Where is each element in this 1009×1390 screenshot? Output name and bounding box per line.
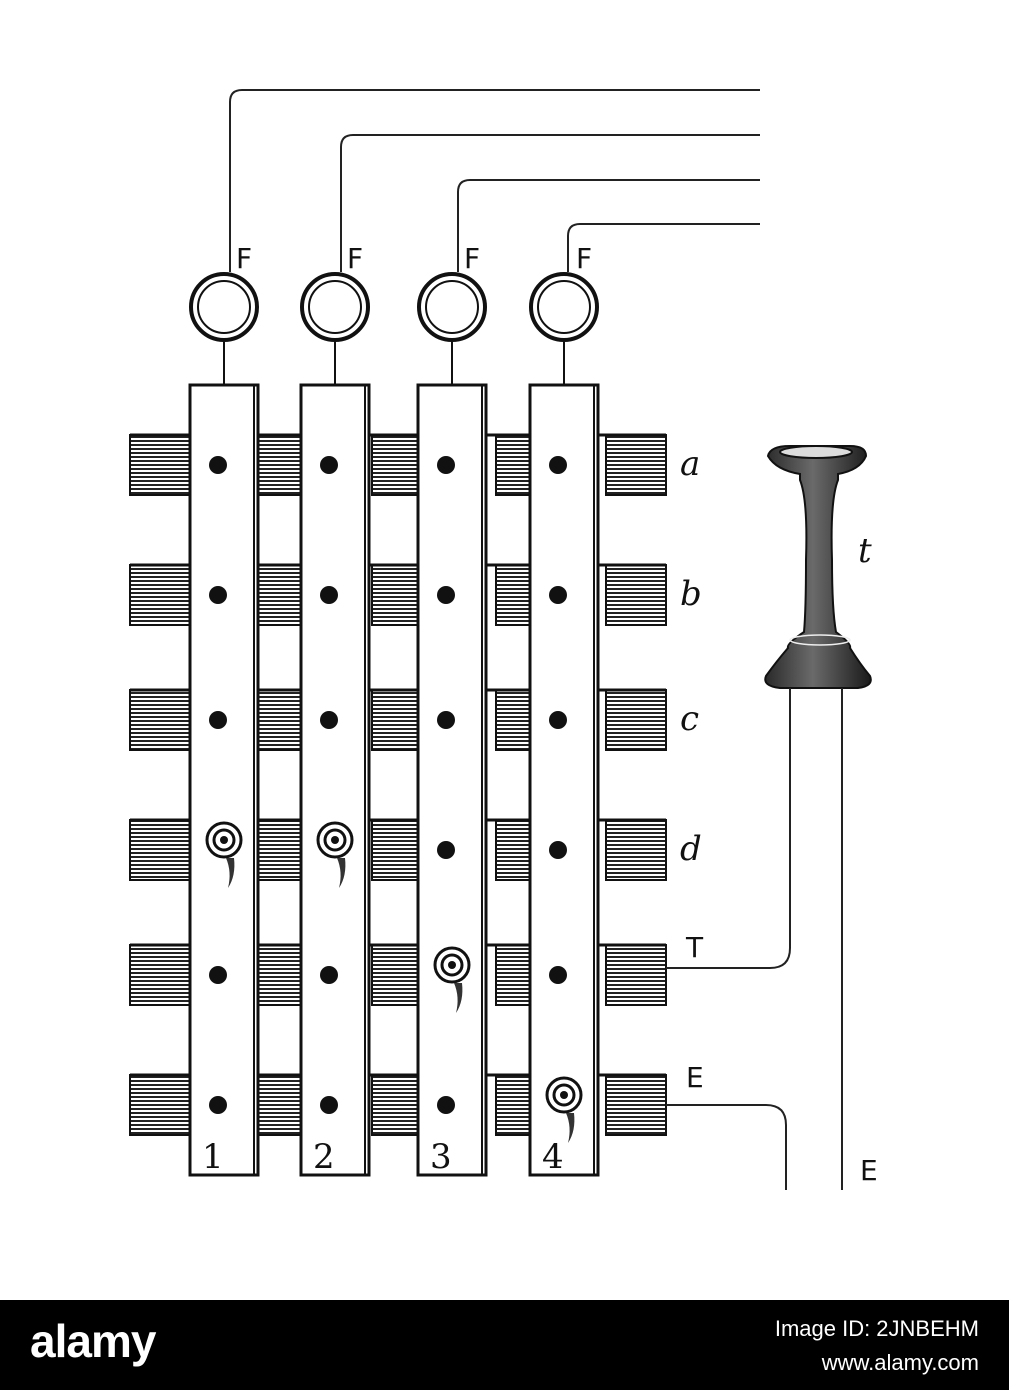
horizontal-bar-a-segment — [605, 434, 667, 496]
row-label-T: T — [685, 931, 704, 964]
horizontal-bar-T-segment — [605, 944, 667, 1006]
jack-label: F — [347, 242, 363, 275]
jack-rings — [189, 272, 599, 388]
horizontal-bar-b-segment — [257, 564, 307, 626]
bar-number-label: 3 — [430, 1137, 452, 1177]
row-label-d: d — [680, 829, 702, 869]
socket-hole — [437, 841, 455, 859]
socket-hole — [437, 586, 455, 604]
socket-hole — [549, 456, 567, 474]
horizontal-bar-d-segment — [257, 819, 307, 881]
jack-label: F — [236, 242, 252, 275]
bar-number-label: 2 — [313, 1137, 335, 1177]
jack-ring-inner — [308, 280, 362, 334]
plug-peg — [433, 946, 471, 1013]
footer-logo: alamy — [30, 1315, 156, 1367]
socket-hole — [320, 711, 338, 729]
jack-ring-inner — [425, 280, 479, 334]
image-id: Image ID: 2JNBEHM — [774, 1316, 979, 1341]
receiver-label: t — [858, 531, 872, 571]
horizontal-bar-c-segment — [605, 689, 667, 751]
horizontal-bar-E-segment — [605, 1074, 667, 1136]
horizontal-bar-E-segment — [129, 1074, 191, 1136]
socket-hole — [437, 711, 455, 729]
bar-number-label: 1 — [202, 1137, 224, 1177]
line-wires — [229, 89, 760, 272]
switchboard-diagram: F 1 F 2 F 3 F 4 a b c dT EtE — [129, 89, 878, 1190]
vertical-bar-1 — [188, 383, 260, 1177]
plug-peg — [545, 1076, 583, 1143]
vertical-bar-3 — [416, 383, 488, 1177]
jack-ring-inner — [197, 280, 251, 334]
socket-hole — [209, 966, 227, 984]
horizontal-bar-E-segment — [257, 1074, 307, 1136]
labels: F 1 F 2 F 3 F 4 a b c dT EtE — [202, 242, 878, 1187]
socket-hole — [549, 841, 567, 859]
horizontal-bar-b-segment — [605, 564, 667, 626]
socket-hole — [549, 966, 567, 984]
socket-hole — [209, 456, 227, 474]
plug-peg — [205, 821, 243, 888]
horizontal-bar-d-segment — [129, 819, 191, 881]
socket-hole — [209, 586, 227, 604]
socket-hole — [320, 456, 338, 474]
socket-hole — [437, 456, 455, 474]
socket-hole — [320, 966, 338, 984]
plug-peg — [316, 821, 354, 888]
horizontal-bar-d-segment — [605, 819, 667, 881]
earth-label: E — [860, 1154, 878, 1187]
jack-label: F — [464, 242, 480, 275]
receiver-wires — [666, 688, 843, 1190]
vertical-bar-2 — [299, 383, 371, 1177]
watermark-footer: alamy Image ID: 2JNBEHM www.alamy.com — [0, 1300, 1009, 1390]
horizontal-bar-a-segment — [257, 434, 307, 496]
row-label-c: c — [680, 699, 699, 739]
socket-hole — [549, 711, 567, 729]
socket-hole — [209, 1096, 227, 1114]
horizontal-bar-c-segment — [257, 689, 307, 751]
jack-ring-inner — [537, 280, 591, 334]
horizontal-bar-a-segment — [129, 434, 191, 496]
socket-hole — [437, 1096, 455, 1114]
socket-hole — [320, 1096, 338, 1114]
socket-hole — [320, 586, 338, 604]
bar-number-label: 4 — [542, 1137, 564, 1177]
telephone-receiver — [764, 445, 872, 689]
vertical-bar-4 — [528, 383, 600, 1177]
horizontal-bar-c-segment — [129, 689, 191, 751]
horizontal-bar-T-segment — [257, 944, 307, 1006]
socket-hole — [209, 711, 227, 729]
row-label-a: a — [680, 444, 700, 484]
row-label-b: b — [680, 574, 702, 614]
jack-label: F — [576, 242, 592, 275]
horizontal-bar-b-segment — [129, 564, 191, 626]
socket-hole — [549, 586, 567, 604]
row-label-E: E — [686, 1061, 704, 1094]
footer-url: www.alamy.com — [821, 1350, 979, 1375]
horizontal-bar-T-segment — [129, 944, 191, 1006]
vertical-bars — [188, 383, 600, 1177]
